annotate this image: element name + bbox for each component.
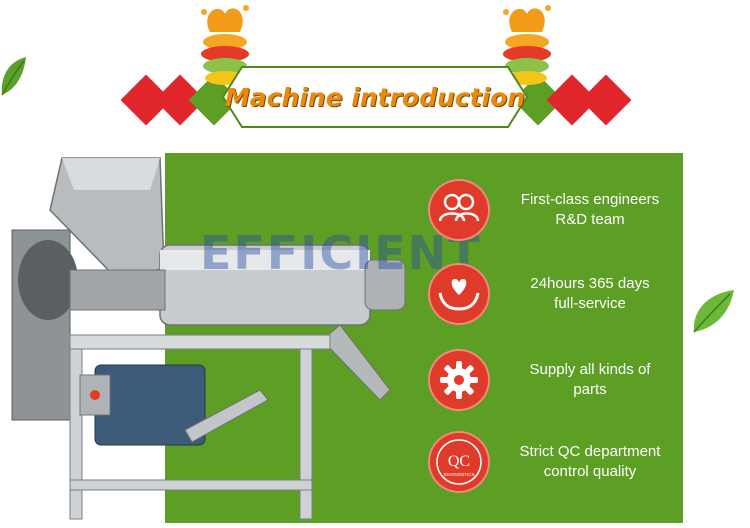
feature-icon-circle	[430, 265, 488, 323]
qc-badge-main: QC	[448, 453, 470, 470]
qc-badge-icon: QC DIAGNOSTICS	[436, 439, 482, 485]
feature-line-1: Supply all kinds of	[529, 361, 651, 378]
feature-item-parts: Supply all kinds of parts	[430, 351, 680, 411]
fruit-splash-left-icon	[201, 5, 249, 85]
feature-line-1: First-class engineers	[520, 191, 660, 208]
qc-badge-sub: DIAGNOSTICS	[443, 472, 474, 477]
feature-text: First-class engineers R&D team	[496, 181, 684, 239]
feature-line-2: full-service	[554, 295, 626, 312]
feature-line-2: control quality	[543, 463, 637, 480]
section-title: Machine introduction	[224, 82, 526, 112]
feature-text: Strict QC department control quality	[496, 433, 684, 491]
leaf-left-icon	[1, 57, 27, 96]
heart-hands-icon	[438, 279, 480, 311]
feature-icon-circle	[430, 181, 488, 239]
feature-line-1: Strict QC department	[519, 443, 661, 460]
feature-text: 24hours 365 days full-service	[496, 265, 684, 323]
feature-line-1: 24hours 365 days	[530, 275, 650, 292]
feature-item-engineers: First-class engineers R&D team	[430, 181, 680, 241]
feature-item-service: 24hours 365 days full-service	[430, 265, 680, 325]
header-diamond-right-3	[580, 74, 632, 126]
feature-line-2: parts	[573, 381, 607, 398]
feature-item-qc: QC DIAGNOSTICS Strict QC department cont…	[430, 433, 680, 493]
leaf-right-icon	[693, 290, 734, 333]
juicer-machine-image	[11, 157, 406, 520]
feature-icon-circle	[430, 351, 488, 409]
feature-icon-circle: QC DIAGNOSTICS	[430, 433, 488, 491]
section-title-banner: Machine introduction	[222, 66, 528, 128]
feature-text: Supply all kinds of parts	[496, 351, 684, 409]
feature-line-2: R&D team	[555, 211, 625, 228]
team-icon	[438, 193, 480, 222]
gear-icon	[440, 361, 478, 399]
brand-watermark: EFFICIENT	[200, 226, 482, 280]
